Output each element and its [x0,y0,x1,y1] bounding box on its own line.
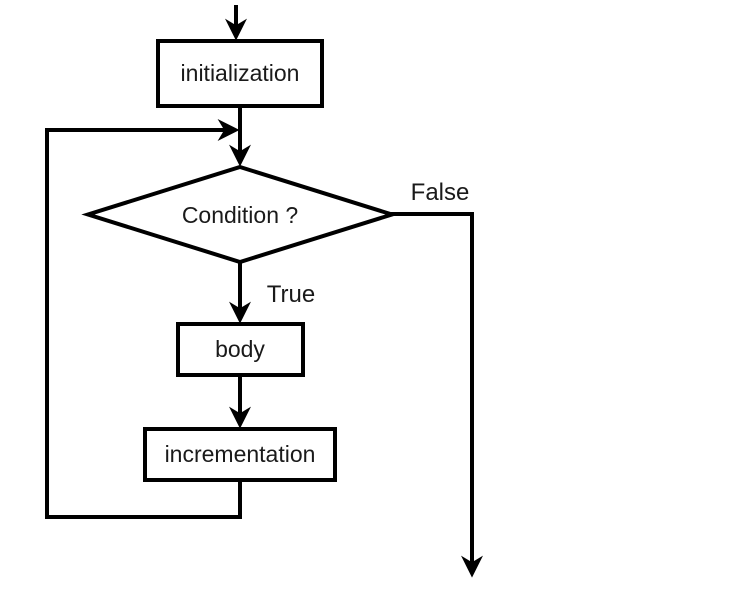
body-node [176,322,305,377]
condition-node [81,164,399,265]
incrementation-label: incrementation [165,441,316,467]
condition-label: Condition ? [182,202,298,228]
body-label: body [215,336,265,362]
incrementation-node [143,427,337,482]
initialization-node [156,39,324,108]
true-edge-label: True [267,281,315,308]
edge-condition-false-exit [391,212,483,578]
initialization-label: initialization [181,60,300,86]
false-edge-label: False [411,179,470,206]
edge-loopback-incrementation-to-condition [45,119,242,519]
